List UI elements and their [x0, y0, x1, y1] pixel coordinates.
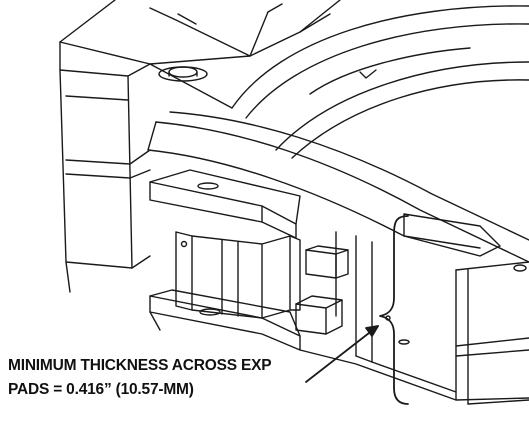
upper-frame-arms	[59, 0, 341, 109]
callout-text-line-2: PADS = 0.416” (10.57-MM)	[8, 381, 194, 398]
thickness-brace	[379, 215, 409, 405]
pad-blocks	[295, 245, 349, 335]
main-ring	[231, 5, 529, 159]
oval-boss	[158, 66, 208, 82]
left-block-stack	[59, 63, 151, 293]
callout-leader-arrow	[305, 325, 379, 383]
upper-flange-band	[147, 111, 529, 263]
right-frame-posts	[299, 231, 529, 405]
callout-text-line-1: MINIMUM THICKNESS ACROSS EXP	[8, 357, 272, 374]
lower-clamp-plate	[149, 289, 301, 351]
